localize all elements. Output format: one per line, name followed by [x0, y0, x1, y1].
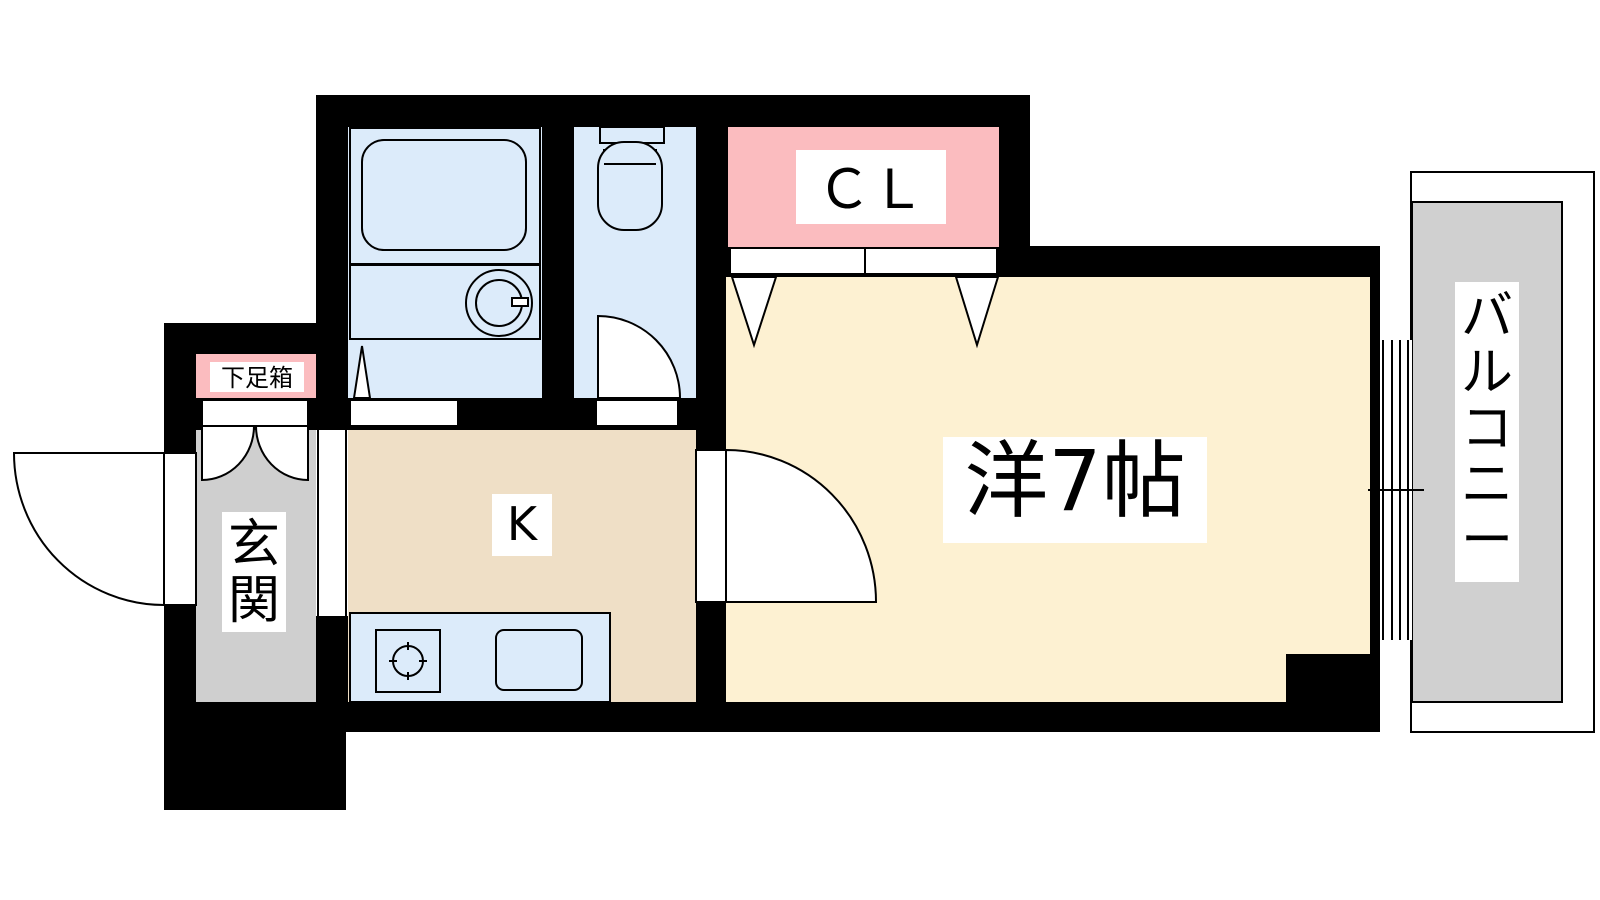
- closet-door-marks: [352, 276, 1000, 399]
- kitchen-counter: [349, 612, 611, 703]
- toilet-door-swing: [597, 314, 682, 399]
- shoe-door-right: [254, 425, 309, 482]
- closet-fold-right: [954, 276, 1000, 349]
- shoe-box-door-strip: [201, 399, 309, 427]
- closet-fold-left: [730, 276, 778, 349]
- door-strips: [201, 247, 998, 427]
- shoe-box-label-bg: [210, 362, 304, 392]
- kitchen-label-bg: [492, 494, 552, 556]
- balcony-label-bg: [1455, 282, 1519, 582]
- toilet-bowl: [597, 141, 663, 231]
- door-swings: [12, 314, 878, 607]
- bath-door-strip: [349, 399, 459, 427]
- western-door-swing: [725, 448, 878, 603]
- western-room-label: 洋7帖: [964, 432, 1185, 530]
- bathtub-inner: [361, 139, 527, 251]
- shoe-box-doors: [201, 425, 309, 482]
- entrance-kitchen-gap: [316, 430, 348, 616]
- bath-fixtures: [349, 127, 541, 340]
- kitchen-label: K: [507, 497, 539, 551]
- openings: [163, 340, 1424, 640]
- kitchen-western-gap: [695, 449, 727, 603]
- closet-label: ＣＬ: [817, 158, 925, 221]
- closet-door-strip-right: [864, 247, 998, 275]
- bath-door-mark: [352, 345, 372, 399]
- toilet-door-strip: [595, 399, 679, 427]
- entrance-label-bg: [222, 512, 286, 632]
- toilet-tank: [599, 126, 665, 144]
- western-label-bg: [943, 437, 1207, 543]
- shoe-door-left: [201, 425, 256, 482]
- shoe-box-label: 下足箱: [221, 364, 293, 392]
- closet-door-strip-left: [729, 247, 866, 275]
- labels: 洋7帖 K ＣＬ 下足箱 玄関 バルコニー: [210, 150, 1519, 632]
- toilet-fixture: [597, 126, 665, 231]
- stove-burner: [392, 645, 424, 677]
- closet-label-bg: [796, 150, 946, 224]
- front-door-swing: [12, 452, 165, 607]
- kitchen-sink: [495, 629, 583, 691]
- entrance-label: 玄関: [228, 515, 280, 631]
- balcony-label: バルコニー: [1461, 287, 1513, 571]
- front-door-gap: [163, 452, 197, 606]
- washbasin-faucet: [511, 297, 529, 307]
